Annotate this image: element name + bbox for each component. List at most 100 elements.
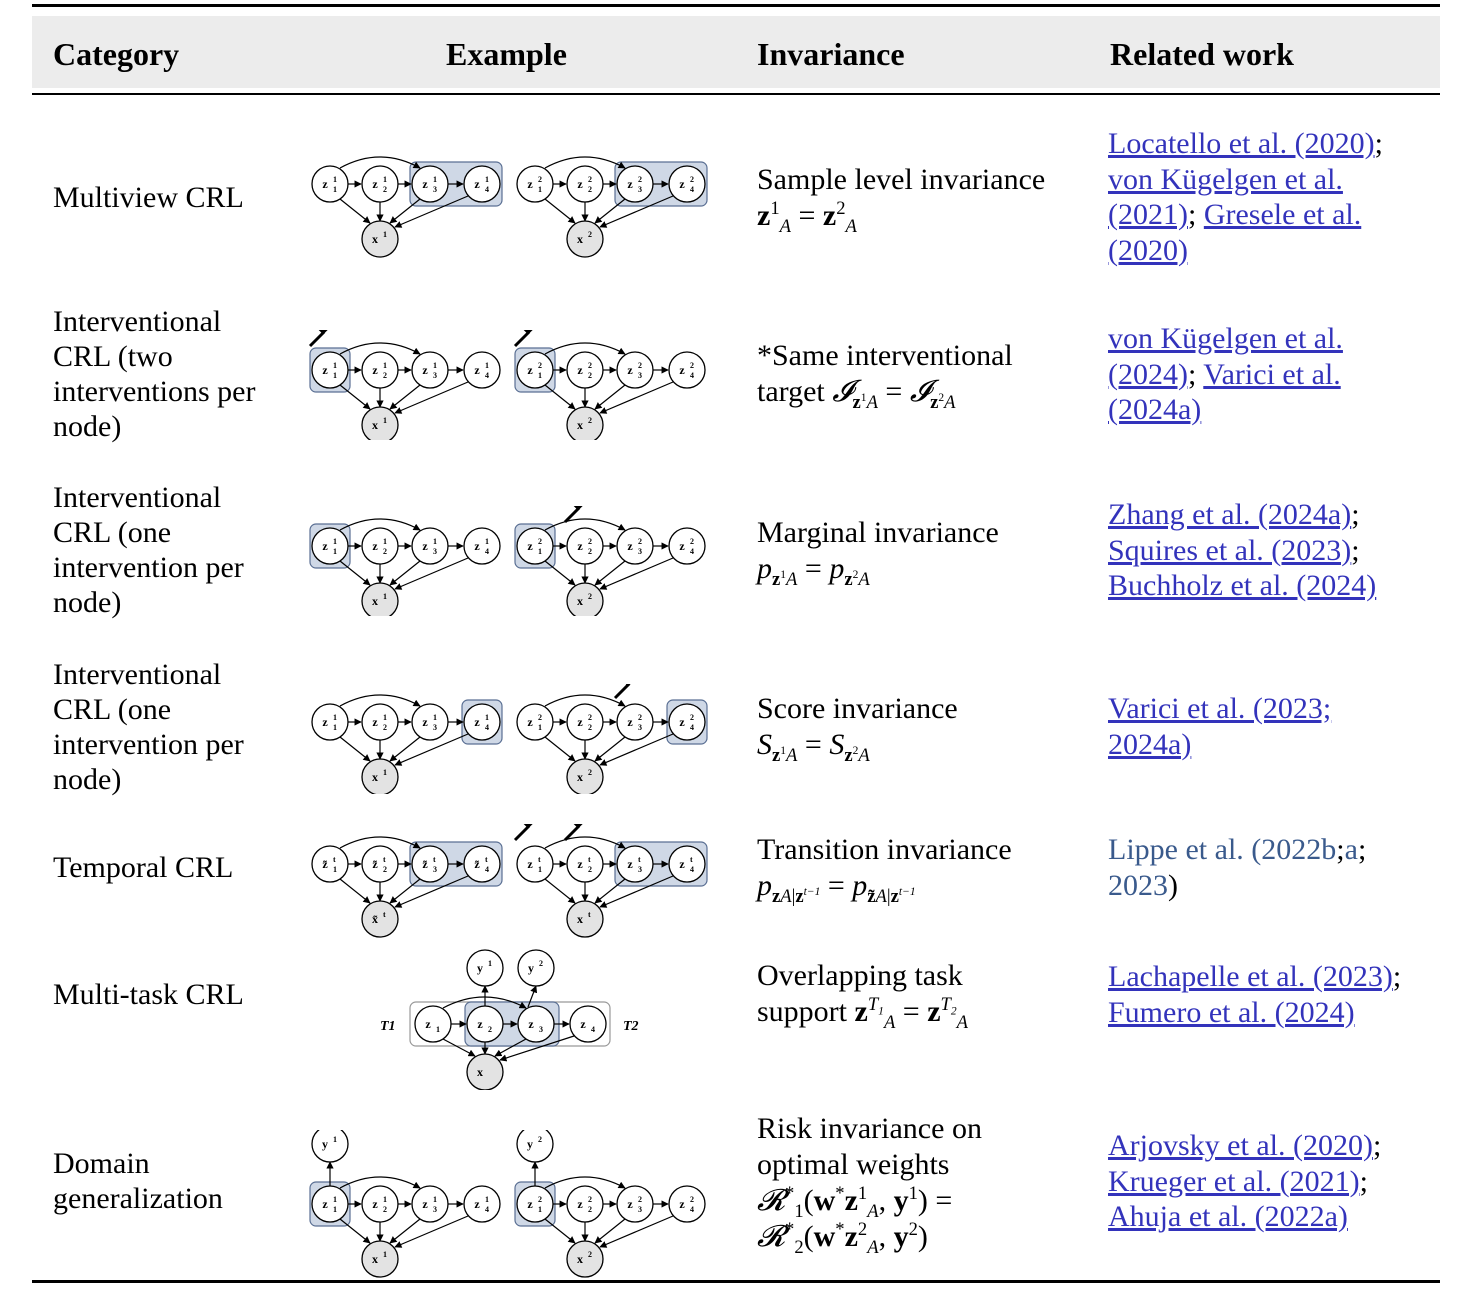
node-superscript: 1 [433, 361, 437, 370]
node-subscript: 4 [485, 1205, 489, 1214]
row-6-category: Multi-task CRL [53, 977, 244, 1012]
graph-node [668, 527, 706, 565]
graph-node [361, 845, 399, 883]
citation-link[interactable]: Squires et al. (2023) [1108, 533, 1352, 567]
node-subscript: 2 [383, 185, 387, 194]
node-superscript: 1 [333, 361, 337, 370]
intervention-hammer-icon [613, 684, 631, 700]
node-superscript: 1 [333, 1195, 337, 1204]
node-label: z [627, 539, 633, 553]
row-5-category: Temporal CRL [53, 850, 233, 885]
node-superscript: 2 [690, 537, 694, 546]
row-3-related: Zhang et al. (2024a);Squires et al. (202… [1108, 497, 1438, 604]
node-subscript: 3 [539, 1025, 543, 1034]
node-superscript: 2 [588, 1195, 592, 1204]
citation-text[interactable]: 2022b [1261, 833, 1337, 866]
citation-link[interactable]: Varici et al. (2023; [1108, 692, 1332, 725]
graph-edge [544, 198, 576, 224]
citation-link[interactable]: 2024a) [1108, 727, 1192, 761]
category-line: CRL (one [53, 693, 172, 726]
graph-node [566, 900, 604, 938]
graph-node [566, 758, 604, 794]
node-label: z [425, 1017, 431, 1031]
intervention-hammer-head [522, 330, 540, 335]
citation-link[interactable]: Krueger et al. (2021) [1108, 1164, 1360, 1198]
citation-link[interactable]: von Kügelgen et al. [1108, 322, 1343, 355]
graph-node [566, 1240, 604, 1278]
citation-punct: ; [1374, 127, 1383, 160]
node-label: z [474, 177, 480, 191]
node-superscript: 1 [383, 592, 387, 601]
node-superscript: 2 [638, 713, 642, 722]
graph-edge [339, 518, 421, 531]
graph-node [566, 1185, 604, 1223]
citation-link[interactable]: Fumero et al. (2024) [1108, 995, 1355, 1029]
citation-line: 2024a) [1108, 727, 1438, 763]
intervention-hammer-head [572, 824, 590, 829]
citation-link[interactable]: Ahuja et al. (2022a) [1108, 1200, 1348, 1233]
node-label: y [527, 1137, 533, 1151]
citation-link[interactable]: Arjovsky et al. (2020) [1108, 1129, 1373, 1162]
citation-link[interactable]: Locatello et al. (2020) [1108, 127, 1375, 160]
node-label: z [322, 1197, 328, 1211]
node-subscript: 3 [433, 185, 437, 194]
graph-edge [594, 1218, 626, 1244]
graph-edge [394, 1215, 469, 1248]
graph-edge [544, 1176, 626, 1189]
node-subscript: 1 [333, 185, 337, 194]
graph-edge [544, 342, 626, 355]
category-line: Interventional [53, 658, 222, 691]
task-label-t2: T2 [623, 1019, 639, 1034]
citation-text[interactable]: Lippe et al. ( [1108, 833, 1262, 866]
node-superscript: t [588, 910, 591, 919]
category-line: generalization [53, 1182, 223, 1215]
node-superscript: 1 [488, 959, 492, 968]
graph-node [566, 703, 604, 741]
node-superscript: 2 [690, 1195, 694, 1204]
citation-link[interactable]: Gresele et al. [1203, 198, 1362, 231]
citation-link[interactable]: Lachapelle et al. (2023) [1108, 960, 1393, 993]
graph-edge [544, 560, 576, 586]
graph-node [566, 845, 604, 883]
citation-link[interactable]: (2024) [1108, 357, 1188, 391]
graph-edge [527, 985, 538, 1008]
node-subscript: 2 [383, 1205, 387, 1214]
node-subscript: 1 [333, 723, 337, 732]
row-7-invariance: Risk invariance on optimal weights 𝓡*1(w… [757, 1111, 982, 1257]
citation-text[interactable]: a [1344, 833, 1358, 866]
row-4-invariance: Score invariance Sz1A = Sz2A [757, 691, 958, 765]
citation-link[interactable]: (2020) [1108, 233, 1188, 267]
node-superscript: 1 [383, 768, 387, 777]
citation-link[interactable]: Buchholz et al. (2024) [1108, 569, 1377, 602]
graph-node [516, 1185, 554, 1223]
citation-link[interactable]: (2024a) [1108, 393, 1202, 426]
graph-node [616, 165, 654, 203]
node-label: z [422, 539, 428, 553]
node-subscript: 2 [383, 547, 387, 556]
node-label: z [477, 1017, 483, 1031]
graph-node [516, 527, 554, 565]
intervention-hammer-icon [513, 330, 531, 348]
graph-node [668, 1185, 706, 1223]
node-label: z [372, 715, 378, 729]
node-label: x̃ [372, 912, 378, 926]
citation-link[interactable]: Varici et al. [1203, 357, 1341, 391]
citation-link[interactable]: von Kügelgen et al. [1108, 162, 1343, 196]
node-label: z [627, 363, 633, 377]
invariance-text-2: optimal weights [757, 1148, 950, 1181]
node-subscript: 4 [690, 547, 694, 556]
node-label: z [679, 715, 685, 729]
citation-link[interactable]: (2021) [1108, 198, 1188, 231]
node-subscript: 4 [690, 185, 694, 194]
citation-line: Buchholz et al. (2024) [1108, 568, 1438, 604]
citation-text[interactable]: 2023 [1108, 868, 1168, 902]
graph-node [566, 582, 604, 616]
category-line: CRL (two [53, 340, 173, 373]
row-2-related: von Kügelgen et al.(2024); Varici et al.… [1108, 321, 1438, 428]
node-label: z [322, 363, 328, 377]
graph-edge [339, 1176, 421, 1189]
node-superscript: 2 [588, 1250, 592, 1259]
citation-punct: ; [1392, 960, 1402, 993]
node-label: y [528, 961, 534, 975]
citation-link[interactable]: Zhang et al. (2024a) [1108, 498, 1352, 531]
